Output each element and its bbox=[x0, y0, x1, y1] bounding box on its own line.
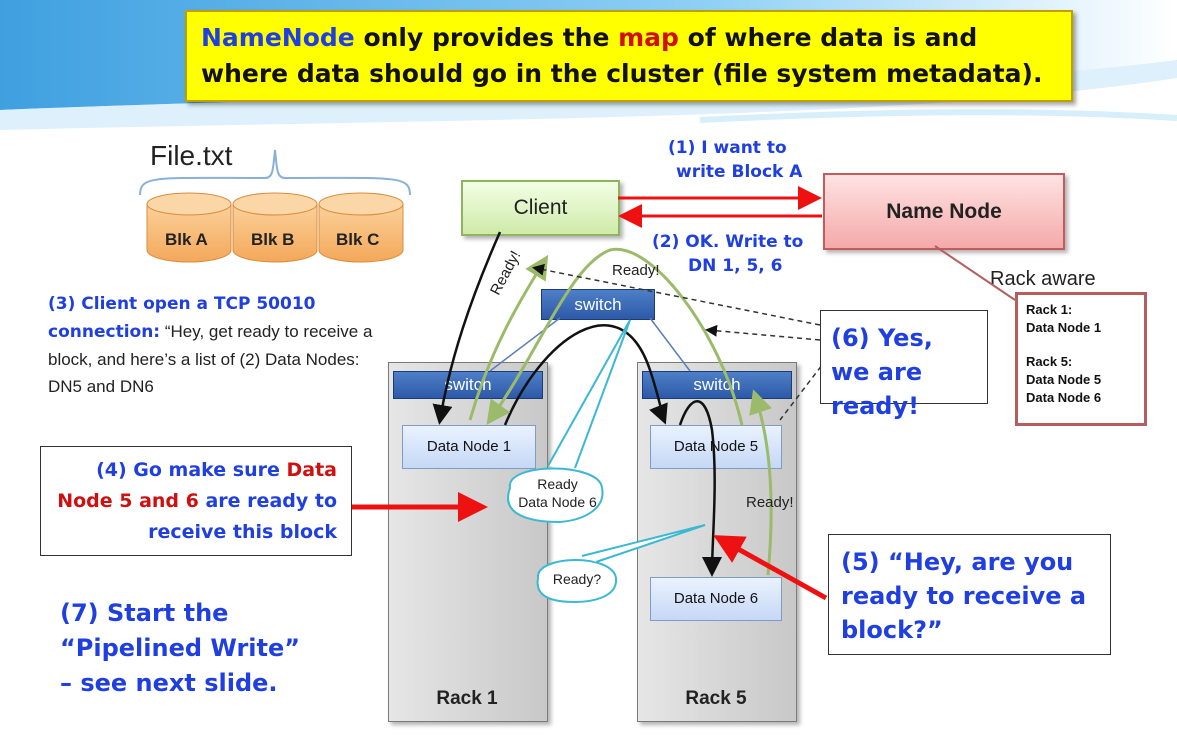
blocks-cylinders bbox=[146, 192, 404, 263]
block-c-label: Blk C bbox=[336, 230, 380, 249]
ready-label-top: Ready! bbox=[612, 262, 660, 279]
rack-1 bbox=[388, 362, 548, 722]
rack-aware-rack5-node2: Data Node 6 bbox=[1026, 390, 1102, 405]
name-node-box: Name Node bbox=[823, 173, 1065, 250]
banner-namenode: NameNode bbox=[201, 23, 355, 52]
step-3-bold: (3) Client open a TCP 50010 connection: bbox=[48, 294, 316, 342]
rack-aware-rack5-title: Rack 5: bbox=[1026, 354, 1073, 369]
rack-5-label: Rack 5 bbox=[685, 688, 747, 709]
block-a-label: Blk A bbox=[165, 230, 208, 249]
step-5-text: (5) “Hey, are you ready to receive a blo… bbox=[841, 548, 1087, 644]
step-3-text: (3) Client open a TCP 50010 connection: … bbox=[48, 290, 378, 400]
step-6-callout: (6) Yes, we are ready! bbox=[820, 310, 988, 420]
rack-aware-rack5-node1: Data Node 5 bbox=[1026, 372, 1102, 387]
step-2-line1: (2) OK. Write to bbox=[652, 232, 804, 252]
file-name: File.txt bbox=[150, 140, 233, 171]
step-4-part1: (4) Go make sure bbox=[96, 459, 287, 481]
bubble-ready-dn6-line1: Ready bbox=[537, 476, 578, 492]
rack-aware-panel: Rack 1: Data Node 1 Rack 5: Data Node 5 … bbox=[1015, 292, 1147, 426]
title-banner: NameNode only provides the map of where … bbox=[185, 10, 1073, 102]
step-1-line2: write Block A bbox=[676, 162, 803, 182]
rack-1-label: Rack 1 bbox=[436, 688, 498, 709]
data-node-1: Data Node 1 bbox=[402, 425, 536, 469]
client-box: Client bbox=[461, 180, 620, 236]
rack-aware-title: Rack aware bbox=[990, 268, 1096, 290]
data-node-5: Data Node 5 bbox=[650, 425, 782, 469]
step-1-line1: (1) I want to bbox=[668, 138, 787, 158]
bubble-ready-question: Ready? bbox=[552, 571, 602, 587]
step-4-callout: (4) Go make sure Data Node 5 and 6 are r… bbox=[40, 446, 352, 556]
step-4-part2: Data Node 5 and 6 bbox=[57, 459, 337, 512]
rack-aware-rack1-title: Rack 1: bbox=[1026, 302, 1073, 317]
step-2-line2: DN 1, 5, 6 bbox=[688, 256, 783, 276]
step-6-text: (6) Yes, we are ready! bbox=[831, 324, 933, 420]
banner-text-1: only provides the bbox=[354, 23, 619, 52]
banner-map: map bbox=[618, 23, 679, 52]
bubble-ready-dn6-line2: Data Node 6 bbox=[518, 494, 597, 510]
data-node-6: Data Node 6 bbox=[650, 577, 782, 621]
rack-aware-rack1-node: Data Node 1 bbox=[1026, 320, 1102, 335]
step-5-callout: (5) “Hey, are you ready to receive a blo… bbox=[828, 534, 1111, 655]
file-brace bbox=[139, 149, 411, 196]
banner-text-2: of where data is and where data should g… bbox=[201, 23, 1043, 88]
block-b-label: Blk B bbox=[251, 230, 295, 249]
step-3-rest: “Hey, get ready to receive a block, and … bbox=[48, 322, 373, 396]
step-4-part3: are ready to receive this block bbox=[148, 490, 337, 543]
ready-label-right: Ready! bbox=[746, 494, 794, 511]
step-7-text: (7) Start the “Pipelined Write” – see ne… bbox=[60, 599, 301, 697]
